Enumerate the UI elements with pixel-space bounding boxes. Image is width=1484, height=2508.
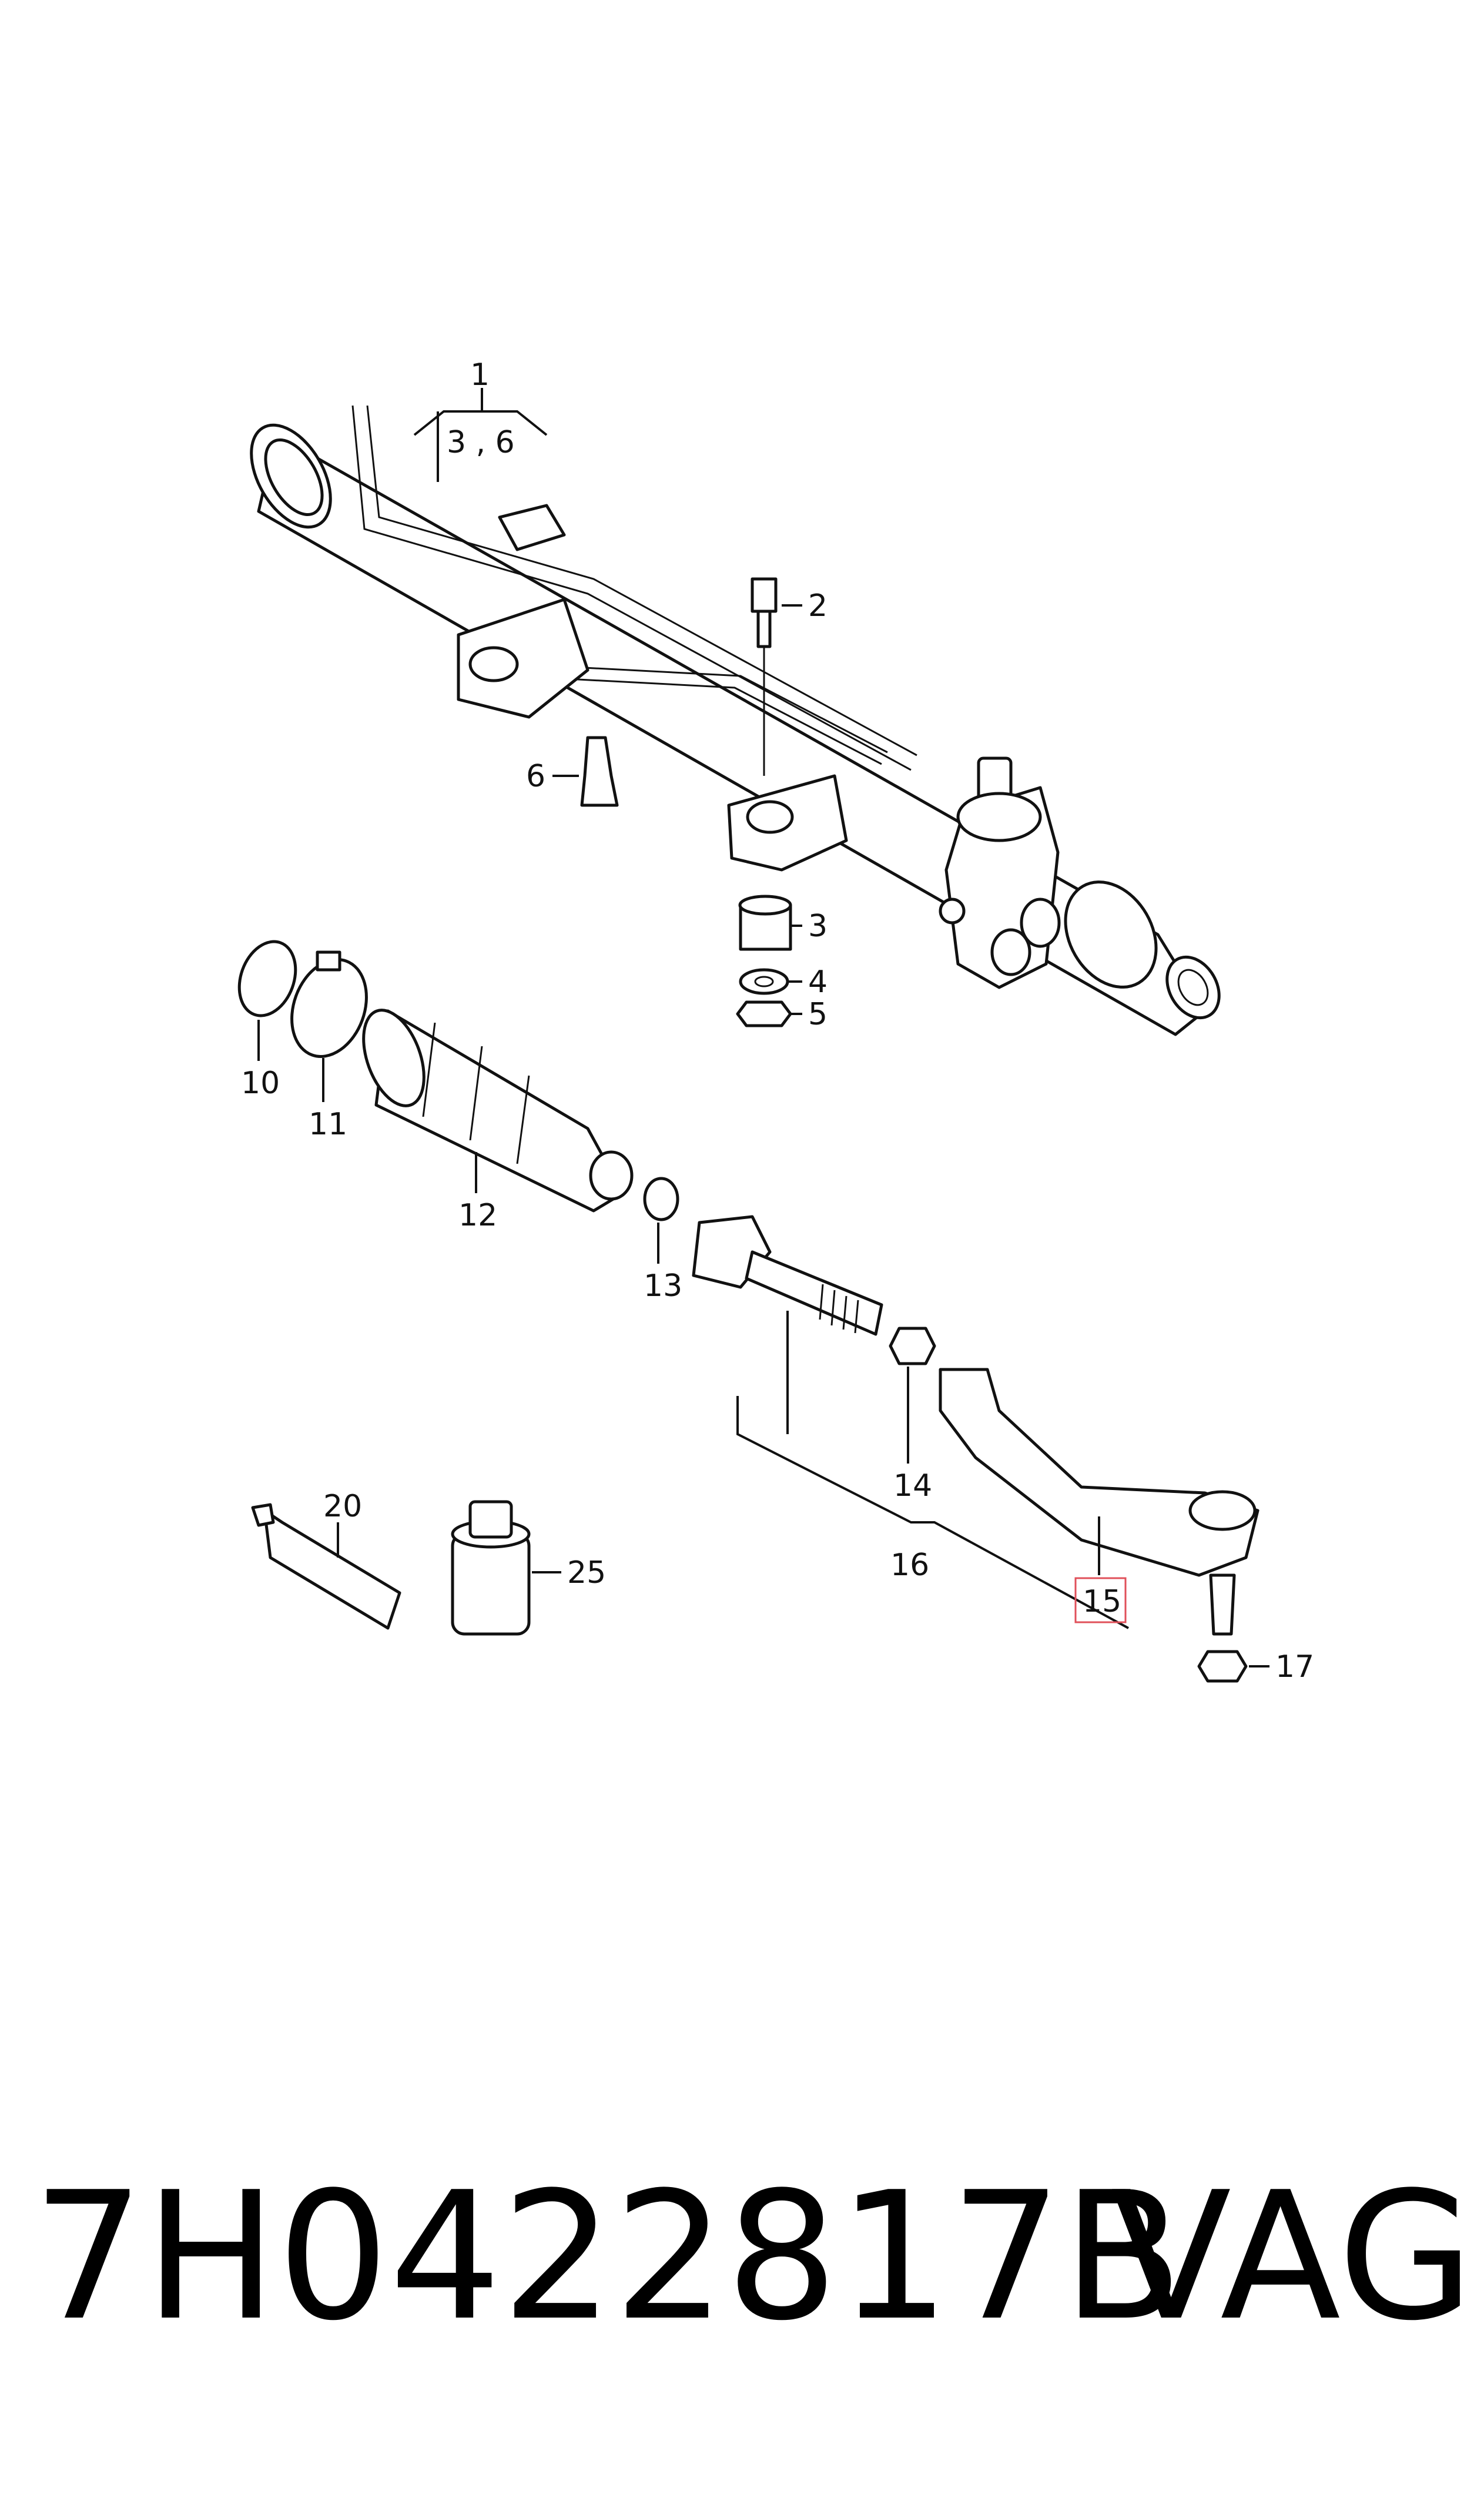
- grease-tube-part-20: [251, 1503, 401, 1630]
- callout-labels: 1 3 , 6 2 3 4 5 6 10 11 12 13 14 15 16 1…: [241, 357, 1314, 1685]
- boot-part-12: [362, 1009, 634, 1213]
- callout-20: 20: [323, 1489, 362, 1524]
- callout-13: 13: [644, 1268, 682, 1304]
- steering-rack-housing: [250, 405, 1221, 1036]
- clamp-part-13: [643, 1177, 679, 1221]
- callout-10: 10: [241, 1066, 280, 1101]
- callout-15: 15: [1083, 1584, 1121, 1619]
- nut-part-17: [1197, 1650, 1248, 1683]
- brand-name: VAG: [1111, 2154, 1475, 2359]
- caption: 7H0422817B VAG: [0, 2139, 1484, 2375]
- nut-part-14: [889, 1327, 936, 1365]
- nut-part-5: [736, 1000, 792, 1027]
- leader-lines: [257, 388, 1269, 1667]
- parts-diagram: 1 3 , 6 2 3 4 5 6 10 11 12 13 14 15 16 1…: [237, 357, 1314, 1685]
- callout-4: 4: [808, 965, 828, 1000]
- callout-2: 2: [808, 588, 828, 624]
- callout-25: 25: [567, 1555, 606, 1590]
- callout-1: 1: [470, 357, 490, 393]
- part-number: 7H0422817B: [32, 2154, 1184, 2359]
- ring-part-10: [237, 940, 297, 1017]
- clamp-part-11: [290, 950, 368, 1058]
- clip-part-6: [580, 736, 619, 807]
- bushing-part-3: [738, 895, 792, 951]
- tie-rod-part-16: [692, 1215, 883, 1336]
- washer-part-4: [739, 968, 789, 995]
- callout-3: 3: [808, 909, 828, 944]
- callout-11: 11: [309, 1107, 347, 1142]
- container-part-25: [451, 1500, 531, 1636]
- callout-5: 5: [808, 997, 828, 1032]
- callout-15-highlight: [1074, 1577, 1127, 1623]
- callout-16: 16: [890, 1548, 929, 1583]
- callout-14: 14: [893, 1468, 932, 1504]
- bolt-part-2: [751, 577, 778, 776]
- tie-rod-end-part-15: [939, 1368, 1259, 1636]
- callout-17: 17: [1275, 1649, 1314, 1685]
- callout-1-sub: 3 , 6: [447, 425, 515, 460]
- callout-6: 6: [526, 759, 545, 794]
- callout-12: 12: [458, 1198, 497, 1233]
